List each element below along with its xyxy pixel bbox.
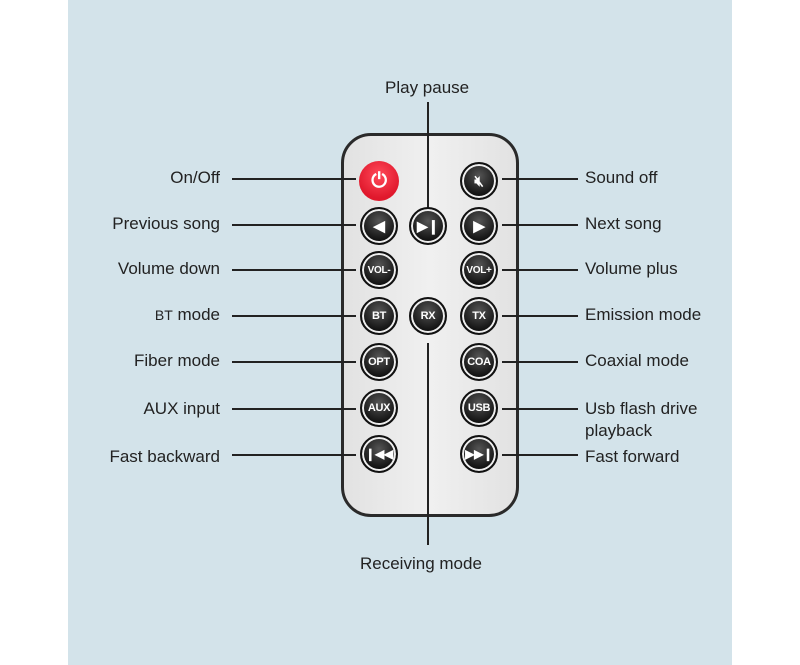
label-volume-plus: Volume plus bbox=[585, 259, 678, 278]
leader-line bbox=[232, 454, 356, 456]
power-button[interactable]: ⏻ bbox=[359, 161, 399, 201]
leader-line bbox=[502, 269, 578, 271]
rx-button[interactable]: RX bbox=[409, 297, 447, 335]
label-fiber-mode: Fiber mode bbox=[134, 351, 220, 370]
vol-minus-button[interactable]: VOL- bbox=[360, 251, 398, 289]
leader-line bbox=[502, 361, 578, 363]
label-receiving-mode: Receiving mode bbox=[360, 554, 482, 573]
skip-forward-icon: ▶▶❙ bbox=[465, 447, 493, 461]
tx-button[interactable]: TX bbox=[460, 297, 498, 335]
next-button[interactable]: ▶ bbox=[460, 207, 498, 245]
opt-button[interactable]: OPT bbox=[360, 343, 398, 381]
mute-button[interactable]: 🔇︎ bbox=[460, 162, 498, 200]
leader-line bbox=[427, 343, 429, 545]
leader-line bbox=[232, 315, 356, 317]
label-bt-mode: BT mode bbox=[155, 304, 220, 326]
aux-button[interactable]: AUX bbox=[360, 389, 398, 427]
label-bt-prefix: BT bbox=[154, 307, 173, 323]
vol-plus-button[interactable]: VOL+ bbox=[460, 251, 498, 289]
label-previous-song: Previous song bbox=[112, 214, 220, 233]
speaker-mute-icon: 🔇︎ bbox=[474, 172, 484, 190]
leader-line bbox=[232, 178, 356, 180]
coa-button[interactable]: COA bbox=[460, 343, 498, 381]
fast-backward-button[interactable]: ❙◀◀ bbox=[360, 435, 398, 473]
bt-button[interactable]: BT bbox=[360, 297, 398, 335]
label-emission-mode: Emission mode bbox=[585, 305, 702, 324]
label-usb-line1: Usb flash drive bbox=[585, 399, 698, 418]
leader-line bbox=[502, 178, 578, 180]
label-usb-line2: playback bbox=[585, 421, 653, 440]
usb-button[interactable]: USB bbox=[460, 389, 498, 427]
label-on-off: On/Off bbox=[170, 168, 220, 187]
fast-forward-button[interactable]: ▶▶❙ bbox=[460, 435, 498, 473]
leader-line bbox=[232, 224, 356, 226]
label-play-pause: Play pause bbox=[385, 78, 470, 97]
leader-line bbox=[232, 269, 356, 271]
leader-line bbox=[502, 315, 578, 317]
skip-back-icon: ❙◀◀ bbox=[365, 447, 393, 461]
leader-line bbox=[427, 102, 429, 212]
label-sound-off: Sound off bbox=[585, 168, 658, 187]
leader-line bbox=[232, 361, 356, 363]
previous-button[interactable]: ◀ bbox=[360, 207, 398, 245]
label-fast-backward: Fast backward bbox=[109, 447, 220, 466]
triangle-right-icon: ▶ bbox=[473, 218, 485, 235]
play-pause-icon: ▶❙ bbox=[417, 217, 439, 234]
leader-line bbox=[502, 454, 578, 456]
leader-line bbox=[502, 224, 578, 226]
label-fast-forward: Fast forward bbox=[585, 447, 680, 466]
play-pause-button[interactable]: ▶❙ bbox=[409, 207, 447, 245]
power-icon: ⏻ bbox=[371, 169, 387, 192]
leader-line bbox=[502, 408, 578, 410]
leader-line bbox=[232, 408, 356, 410]
label-next-song: Next song bbox=[585, 214, 662, 233]
triangle-left-icon: ◀ bbox=[373, 218, 385, 235]
label-volume-down: Volume down bbox=[117, 259, 220, 278]
label-aux-input: AUX input bbox=[143, 399, 220, 418]
label-coaxial-mode: Coaxial mode bbox=[585, 351, 689, 370]
label-bt-suffix: mode bbox=[172, 305, 220, 324]
